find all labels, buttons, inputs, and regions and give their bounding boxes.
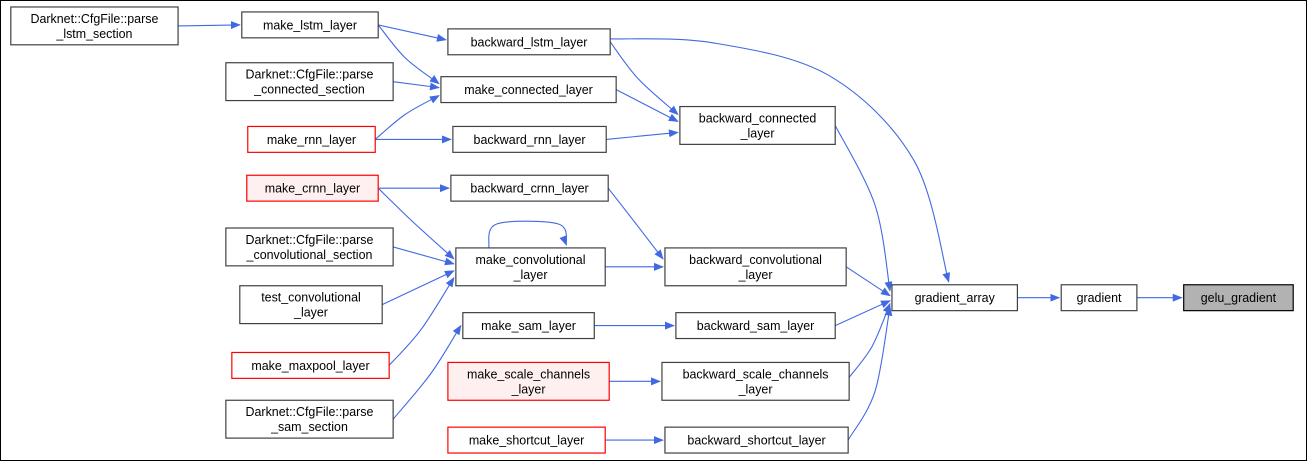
node-label: make_crnn_layer xyxy=(265,182,360,196)
node-backward-shortcut-layer[interactable]: backward_shortcut_layer xyxy=(664,426,849,454)
node-backward-scale-channels-layer[interactable]: backward_scale_channels_layer xyxy=(661,361,850,401)
node-backward-crnn-layer[interactable]: backward_crnn_layer xyxy=(450,174,609,202)
node-label: Darknet::CfgFile::parse_sam_section xyxy=(246,405,374,434)
node-backward-sam-layer[interactable]: backward_sam_layer xyxy=(675,312,836,340)
node-backward-lstm-layer[interactable]: backward_lstm_layer xyxy=(447,28,611,56)
edge-parse-sam-section-to-make-sam-layer xyxy=(392,324,462,420)
node-make-convolutional-layer[interactable]: make_convolutional_layer xyxy=(455,247,606,287)
edge-parse-connected-section-to-make-connected-layer xyxy=(393,81,440,91)
node-parse-convolutional-section[interactable]: Darknet::CfgFile::parse_convolutional_se… xyxy=(225,227,394,267)
node-make-shortcut-layer[interactable]: make_shortcut_layer xyxy=(447,426,606,454)
node-gradient[interactable]: gradient xyxy=(1060,284,1138,312)
edge-test-convolutional-layer-to-make-convolutional-layer xyxy=(381,270,455,306)
node-label: make_shortcut_layer xyxy=(469,434,584,448)
node-make-scale-channels-layer[interactable]: make_scale_channels_layer xyxy=(447,361,610,401)
node-gradient-array[interactable]: gradient_array xyxy=(891,284,1019,312)
node-label: backward_scale_channels_layer xyxy=(683,367,829,396)
node-label: backward_sam_layer xyxy=(697,319,815,333)
node-gelu-gradient[interactable]: gelu_gradient xyxy=(1183,284,1294,312)
edge-backward-shortcut-layer-to-gradient-array xyxy=(847,305,893,441)
node-parse-sam-section[interactable]: Darknet::CfgFile::parse_sam_section xyxy=(225,399,394,439)
node-label: gradient_array xyxy=(915,291,996,305)
edge-parse-convolutional-section-to-make-convolutional-layer xyxy=(392,246,455,266)
node-parse-connected-section[interactable]: Darknet::CfgFile::parse_connected_sectio… xyxy=(225,62,394,102)
edge-make-maxpool-layer-to-make-convolutional-layer xyxy=(388,276,455,366)
node-backward-convolutional-layer[interactable]: backward_convolutional_layer xyxy=(664,247,847,287)
edge-parse-lstm-section-to-make-lstm-layer xyxy=(178,21,241,30)
edge-backward-scale-channels-layer-to-gradient-array xyxy=(848,302,891,378)
node-label: backward_connected_layer xyxy=(699,111,817,140)
node-label: backward_crnn_layer xyxy=(470,182,588,196)
node-parse-lstm-section[interactable]: Darknet::CfgFile::parse_lstm_section xyxy=(10,6,179,46)
node-label: make_scale_channels_layer xyxy=(467,367,590,396)
edge-backward-crnn-layer-to-backward-convolutional-layer xyxy=(607,187,664,260)
edge-backward-convolutional-layer-to-gradient-array xyxy=(845,266,891,297)
node-label: gradient xyxy=(1077,291,1122,305)
edge-backward-lstm-layer-to-gradient-array xyxy=(610,38,951,283)
edge-layer xyxy=(178,21,1183,445)
edge-make-lstm-layer-to-backward-lstm-layer xyxy=(378,24,447,42)
node-label: gelu_gradient xyxy=(1201,291,1277,305)
node-backward-connected-layer[interactable]: backward_connected_layer xyxy=(679,105,836,145)
edge-make-crnn-layer-to-make-convolutional-layer xyxy=(377,187,455,260)
node-layer: Darknet::CfgFile::parse_lstm_sectionmake… xyxy=(10,6,1294,454)
node-label: make_maxpool_layer xyxy=(251,359,369,373)
node-test-convolutional-layer[interactable]: test_convolutional_layer xyxy=(239,285,383,325)
node-backward-rnn-layer[interactable]: backward_rnn_layer xyxy=(452,125,607,153)
edge-backward-rnn-layer-to-backward-connected-layer xyxy=(606,129,679,140)
node-label: backward_rnn_layer xyxy=(474,133,586,147)
node-label: Darknet::CfgFile::parse_lstm_section xyxy=(30,12,158,41)
node-label: backward_convolutional_layer xyxy=(689,253,822,282)
edge-make-convolutional-layer-to-make-convolutional-layer xyxy=(488,220,567,249)
node-make-connected-layer[interactable]: make_connected_layer xyxy=(440,76,617,104)
node-make-lstm-layer[interactable]: make_lstm_layer xyxy=(241,11,379,39)
node-label: make_lstm_layer xyxy=(263,18,357,32)
node-make-maxpool-layer[interactable]: make_maxpool_layer xyxy=(231,351,390,379)
node-label: make_connected_layer xyxy=(464,83,593,97)
node-label: Darknet::CfgFile::parse_connected_sectio… xyxy=(246,68,374,97)
edge-backward-lstm-layer-to-backward-connected-layer xyxy=(609,41,679,116)
node-label: backward_lstm_layer xyxy=(471,35,588,49)
node-label: make_rnn_layer xyxy=(267,133,356,147)
node-label: Darknet::CfgFile::parse_convolutional_se… xyxy=(246,233,374,262)
node-make-crnn-layer[interactable]: make_crnn_layer xyxy=(246,174,379,202)
edge-make-rnn-layer-to-make-connected-layer xyxy=(374,95,440,140)
edge-backward-connected-layer-to-gradient-array xyxy=(834,125,893,292)
node-label: backward_shortcut_layer xyxy=(687,434,825,448)
node-label: test_convolutional_layer xyxy=(261,291,361,320)
node-make-sam-layer[interactable]: make_sam_layer xyxy=(462,312,595,340)
node-make-rnn-layer[interactable]: make_rnn_layer xyxy=(247,125,376,153)
edge-backward-sam-layer-to-gradient-array xyxy=(834,300,891,327)
edge-make-lstm-layer-to-make-connected-layer xyxy=(377,24,440,85)
edge-make-connected-layer-to-backward-connected-layer xyxy=(615,89,679,122)
node-label: make_sam_layer xyxy=(481,319,576,333)
node-label: make_convolutional_layer xyxy=(476,253,586,282)
